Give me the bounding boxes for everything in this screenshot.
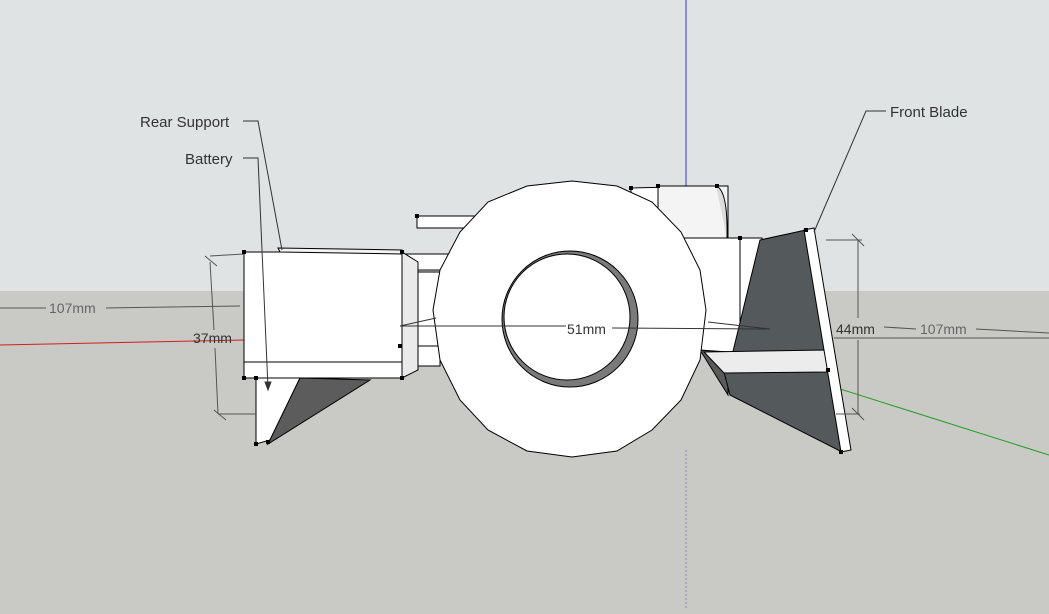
vertex-markers [242,184,843,454]
rear-support[interactable] [255,377,372,446]
dimension-right[interactable] [834,326,1049,339]
wheel[interactable] [432,180,707,458]
dimension-wheel[interactable] [399,317,771,330]
label-front-blade: Front Blade [890,104,968,121]
label-rear-support: Rear Support [140,114,230,131]
dim-44mm-label: 44mm [836,321,875,337]
dim-107mm-right-label: 107mm [920,321,967,337]
wheel-hub [503,253,631,381]
dim-37mm-label: 37mm [193,330,232,346]
front-blade[interactable] [702,227,852,453]
dim-107mm-left-label: 107mm [49,300,96,316]
label-battery: Battery [185,151,233,168]
dim-51mm-label: 51mm [567,321,606,337]
leader-lines [243,110,886,392]
battery-box[interactable] [243,247,419,379]
dimension-rear-height[interactable] [204,253,256,421]
dimension-front-height[interactable] [826,233,865,421]
red-axis [0,339,246,346]
dimension-left[interactable] [0,305,241,309]
